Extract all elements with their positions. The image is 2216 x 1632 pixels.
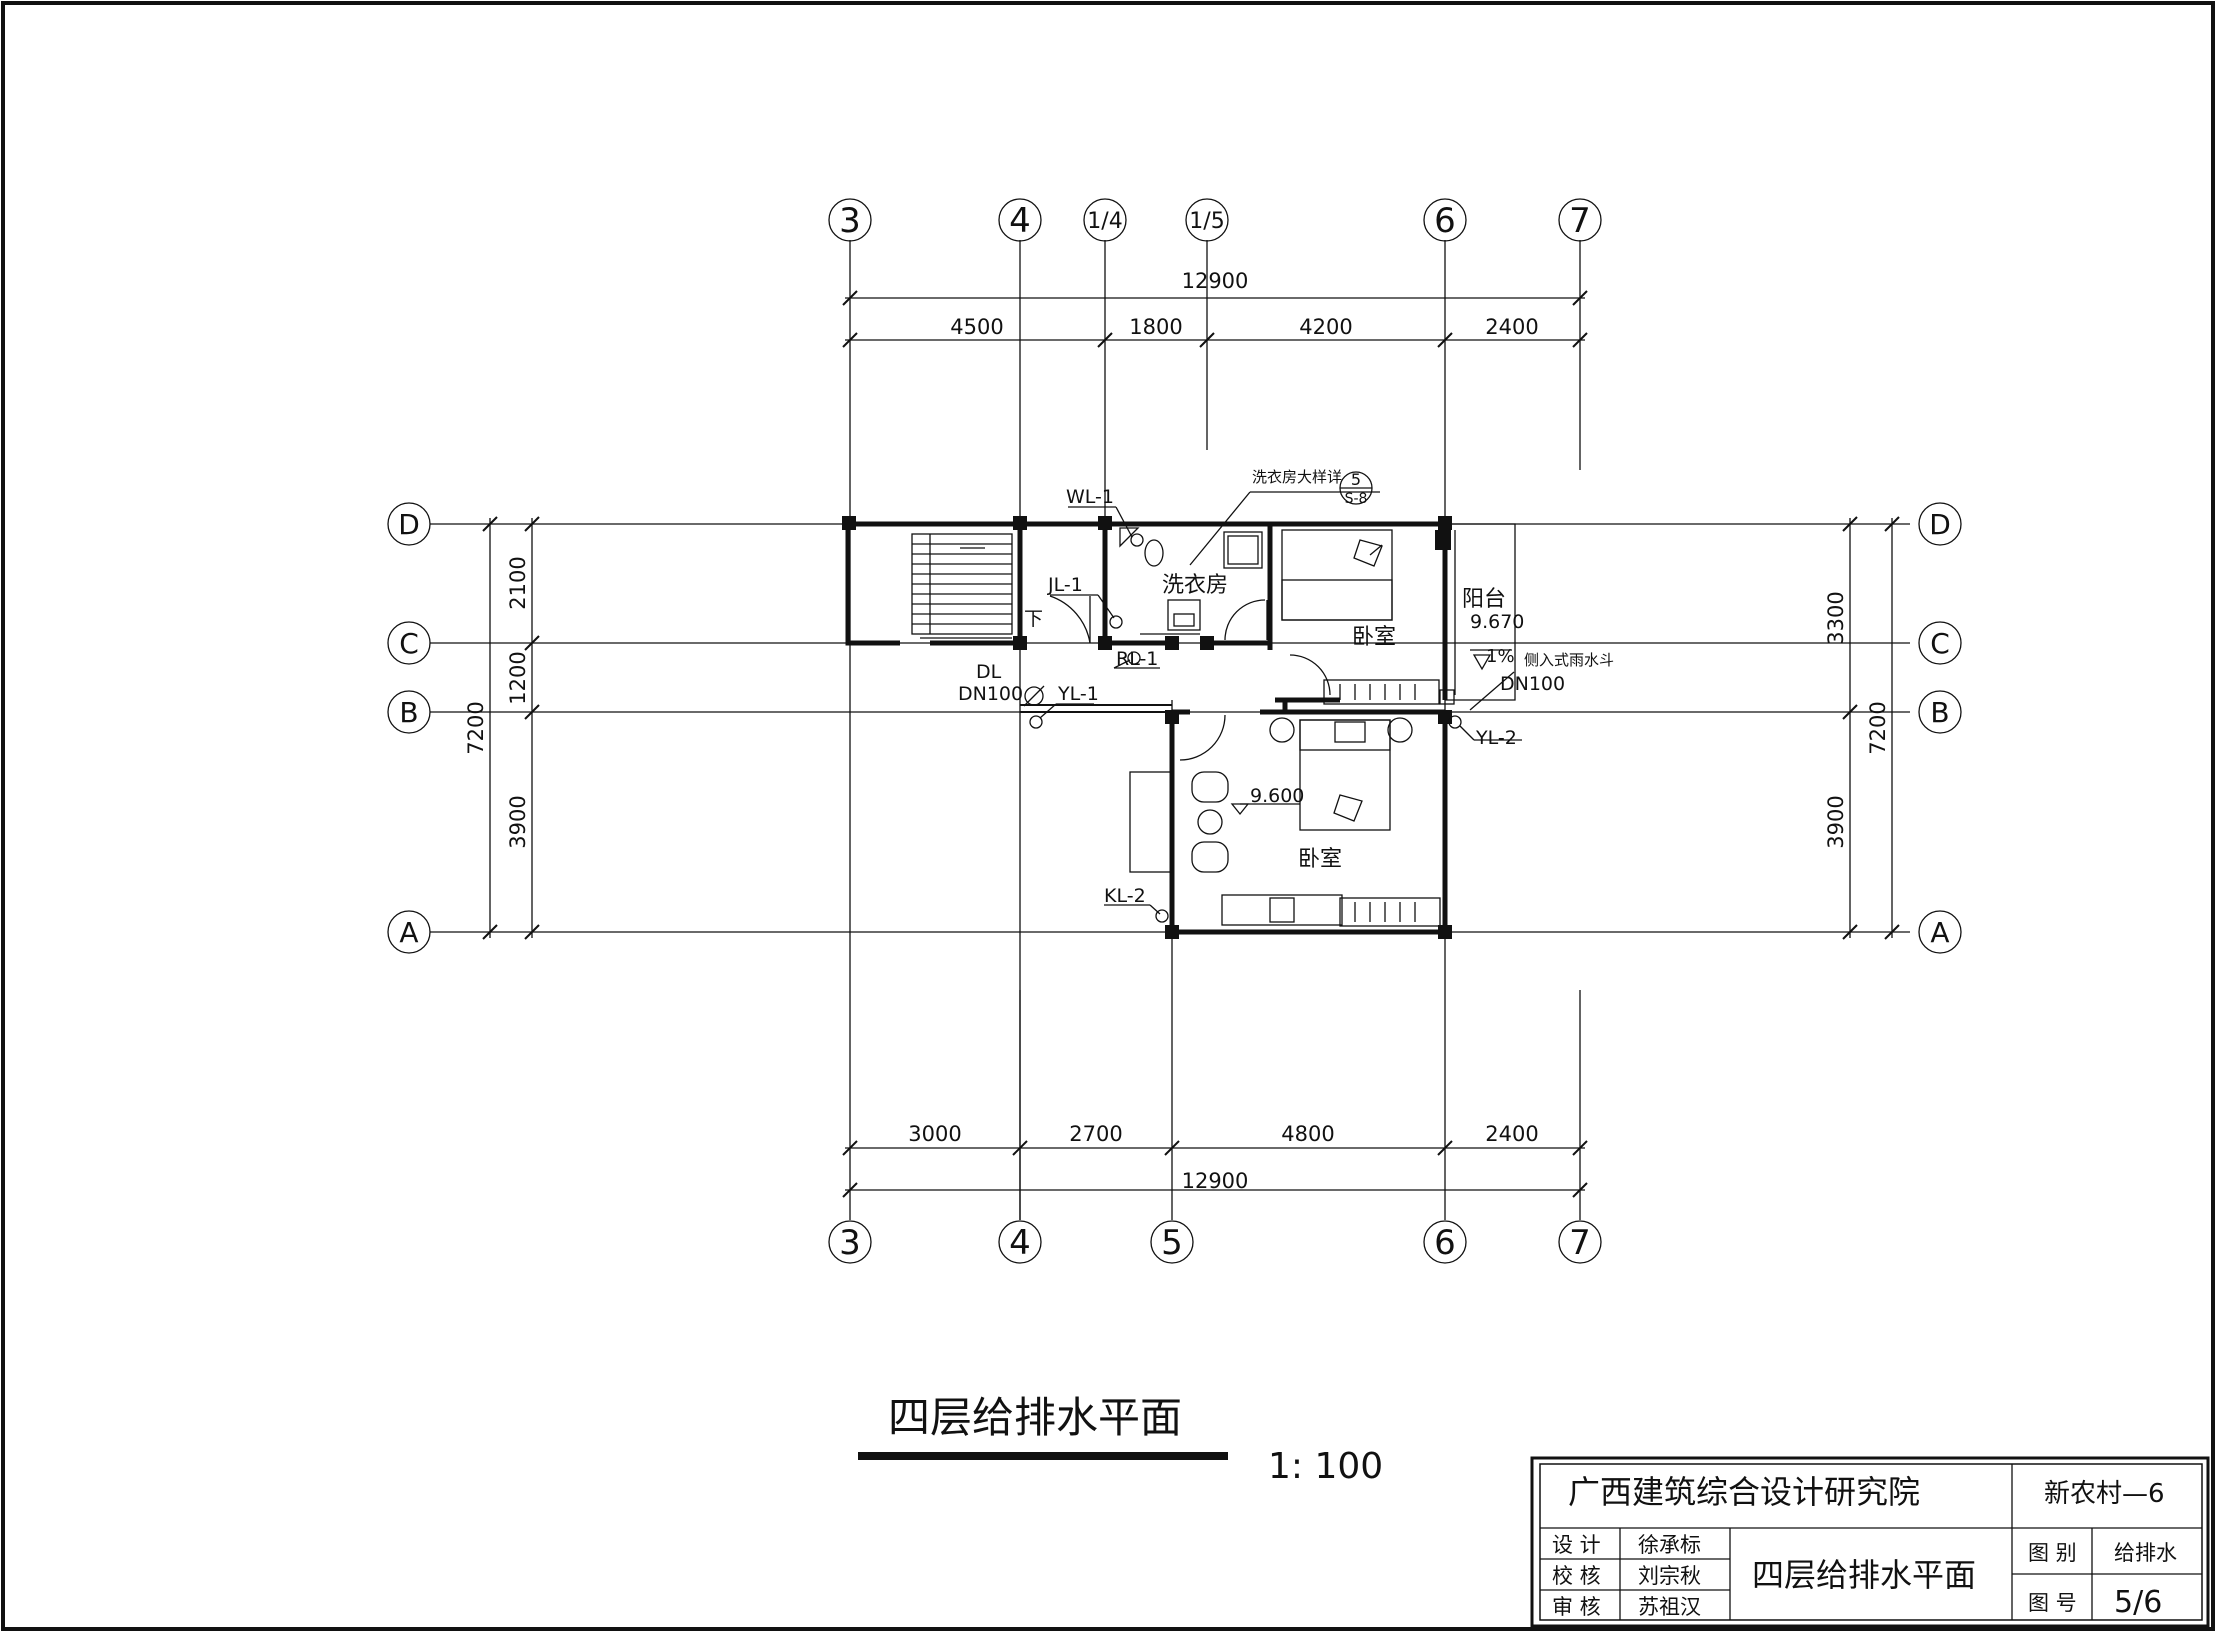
left-dimensions: 2100 1200 3900 7200 <box>464 516 540 940</box>
stair-treads <box>911 533 1013 639</box>
axis-top-1-5: 1/5 <box>1189 209 1224 234</box>
dim-left-total: 7200 <box>464 701 488 754</box>
room-balcony: 阳台 <box>1462 587 1506 612</box>
tb-check-label: 校 核 <box>1552 1564 1601 1588</box>
dim-top-seg-2: 1800 <box>1129 315 1182 339</box>
detail-callout: 5 S-8 洗衣房大样详 <box>1252 468 1373 507</box>
bedroom-top-furniture <box>1281 529 1440 705</box>
label-dl: DL <box>976 661 1002 683</box>
axis-bubbles: 3 4 1/4 1/5 6 7 3 4 5 6 7 D C B A D C B … <box>387 198 1962 1264</box>
label-dn100-left: DN100 <box>958 683 1023 705</box>
label-yl2: YL-2 <box>1475 727 1517 749</box>
dim-bottom-seg-3: 4800 <box>1281 1122 1334 1146</box>
label-dn100-right: DN100 <box>1500 673 1565 695</box>
dim-right-seg-1: 3300 <box>1824 591 1848 644</box>
room-laundry: 洗衣房 <box>1162 573 1228 598</box>
dim-bottom-seg-4: 2400 <box>1485 1122 1538 1146</box>
tb-number-label: 图 号 <box>2028 1591 2077 1615</box>
right-dimensions: 3300 3900 7200 <box>1824 516 1900 940</box>
axis-left-c: C <box>399 627 419 660</box>
top-dimensions: 12900 4500 1800 4200 2400 <box>842 269 1588 348</box>
room-bedroom-top: 卧室 <box>1352 625 1396 650</box>
pipe-risers <box>1023 527 1462 923</box>
drawing-title: 四层给排水平面 <box>888 1393 1182 1442</box>
dim-bottom-total: 12900 <box>1182 1169 1249 1193</box>
label-side-drain: 侧入式雨水斗 <box>1524 651 1614 669</box>
dim-bottom-seg-2: 2700 <box>1069 1122 1122 1146</box>
dim-top-seg-1: 4500 <box>950 315 1003 339</box>
axis-top-7: 7 <box>1569 201 1591 241</box>
axis-top-3: 3 <box>839 201 861 241</box>
label-yl1: YL-1 <box>1057 683 1099 705</box>
dim-top-total: 12900 <box>1182 269 1249 293</box>
dim-top-seg-3: 4200 <box>1299 315 1352 339</box>
bottom-dimensions: 3000 2700 4800 2400 12900 <box>842 1122 1588 1198</box>
dim-left-seg-1: 2100 <box>506 556 530 609</box>
laundry-fixtures <box>1140 531 1263 635</box>
axis-bottom-5: 5 <box>1161 1223 1183 1263</box>
dim-left-seg-2: 1200 <box>506 651 530 704</box>
stair-down-label: 下 <box>1024 608 1043 630</box>
label-slope: 1% <box>1486 646 1515 667</box>
tb-design-label: 设 计 <box>1552 1533 1601 1557</box>
detail-sheet: S-8 <box>1345 491 1368 507</box>
tb-institute: 广西建筑综合设计研究院 <box>1568 1473 1920 1511</box>
axis-right-d: D <box>1929 508 1951 541</box>
axis-bottom-6: 6 <box>1434 1223 1456 1263</box>
elevation-balcony: 9.670 <box>1470 611 1524 633</box>
tb-drawing-title: 四层给排水平面 <box>1752 1556 1976 1594</box>
axis-right-a: A <box>1930 916 1949 949</box>
columns <box>842 516 1452 939</box>
dim-top-seg-4: 2400 <box>1485 315 1538 339</box>
tb-category-value: 给排水 <box>2114 1541 2177 1565</box>
label-rl1: RL-1 <box>1116 648 1158 670</box>
tb-check-name: 刘宗秋 <box>1638 1564 1701 1588</box>
dim-right-seg-2: 3900 <box>1824 795 1848 848</box>
axis-top-4: 4 <box>1009 201 1031 241</box>
elevation-bedroom: 9.600 <box>1250 785 1304 807</box>
axis-bottom-7: 7 <box>1569 1223 1591 1263</box>
title-block <box>1530 1456 2210 1628</box>
dim-bottom-seg-1: 3000 <box>908 1122 961 1146</box>
label-kl2: KL-2 <box>1104 885 1146 907</box>
label-wl1: WL-1 <box>1066 486 1114 508</box>
drawing-scale: 1: 100 <box>1268 1446 1383 1487</box>
axis-bottom-4: 4 <box>1009 1223 1031 1263</box>
axis-right-b: B <box>1930 696 1949 729</box>
leader-lines <box>1039 491 1522 915</box>
detail-note: 洗衣房大样详 <box>1252 468 1342 486</box>
tb-design-name: 徐承标 <box>1638 1533 1701 1557</box>
axis-right-c: C <box>1930 627 1950 660</box>
tb-review-name: 苏祖汉 <box>1638 1595 1701 1619</box>
axis-bottom-3: 3 <box>839 1223 861 1263</box>
axis-left-b: B <box>399 696 418 729</box>
dim-right-total: 7200 <box>1866 701 1890 754</box>
axis-top-6: 6 <box>1434 201 1456 241</box>
dim-left-seg-3: 3900 <box>506 795 530 848</box>
title-underline <box>858 1452 1228 1460</box>
tb-project: 新农村—6 <box>2044 1479 2165 1509</box>
label-jl1: JL-1 <box>1047 574 1083 596</box>
bedroom-bottom-furniture <box>1129 717 1441 927</box>
tb-category-label: 图 别 <box>2028 1541 2077 1565</box>
axis-left-d: D <box>398 508 420 541</box>
tb-number-value: 5/6 <box>2114 1585 2162 1620</box>
axis-top-1-4: 1/4 <box>1087 209 1122 234</box>
room-bedroom-bottom: 卧室 <box>1298 847 1342 872</box>
doors <box>1049 595 1331 761</box>
axis-left-a: A <box>399 916 418 949</box>
tb-review-label: 审 核 <box>1552 1595 1601 1619</box>
detail-number: 5 <box>1351 470 1361 489</box>
